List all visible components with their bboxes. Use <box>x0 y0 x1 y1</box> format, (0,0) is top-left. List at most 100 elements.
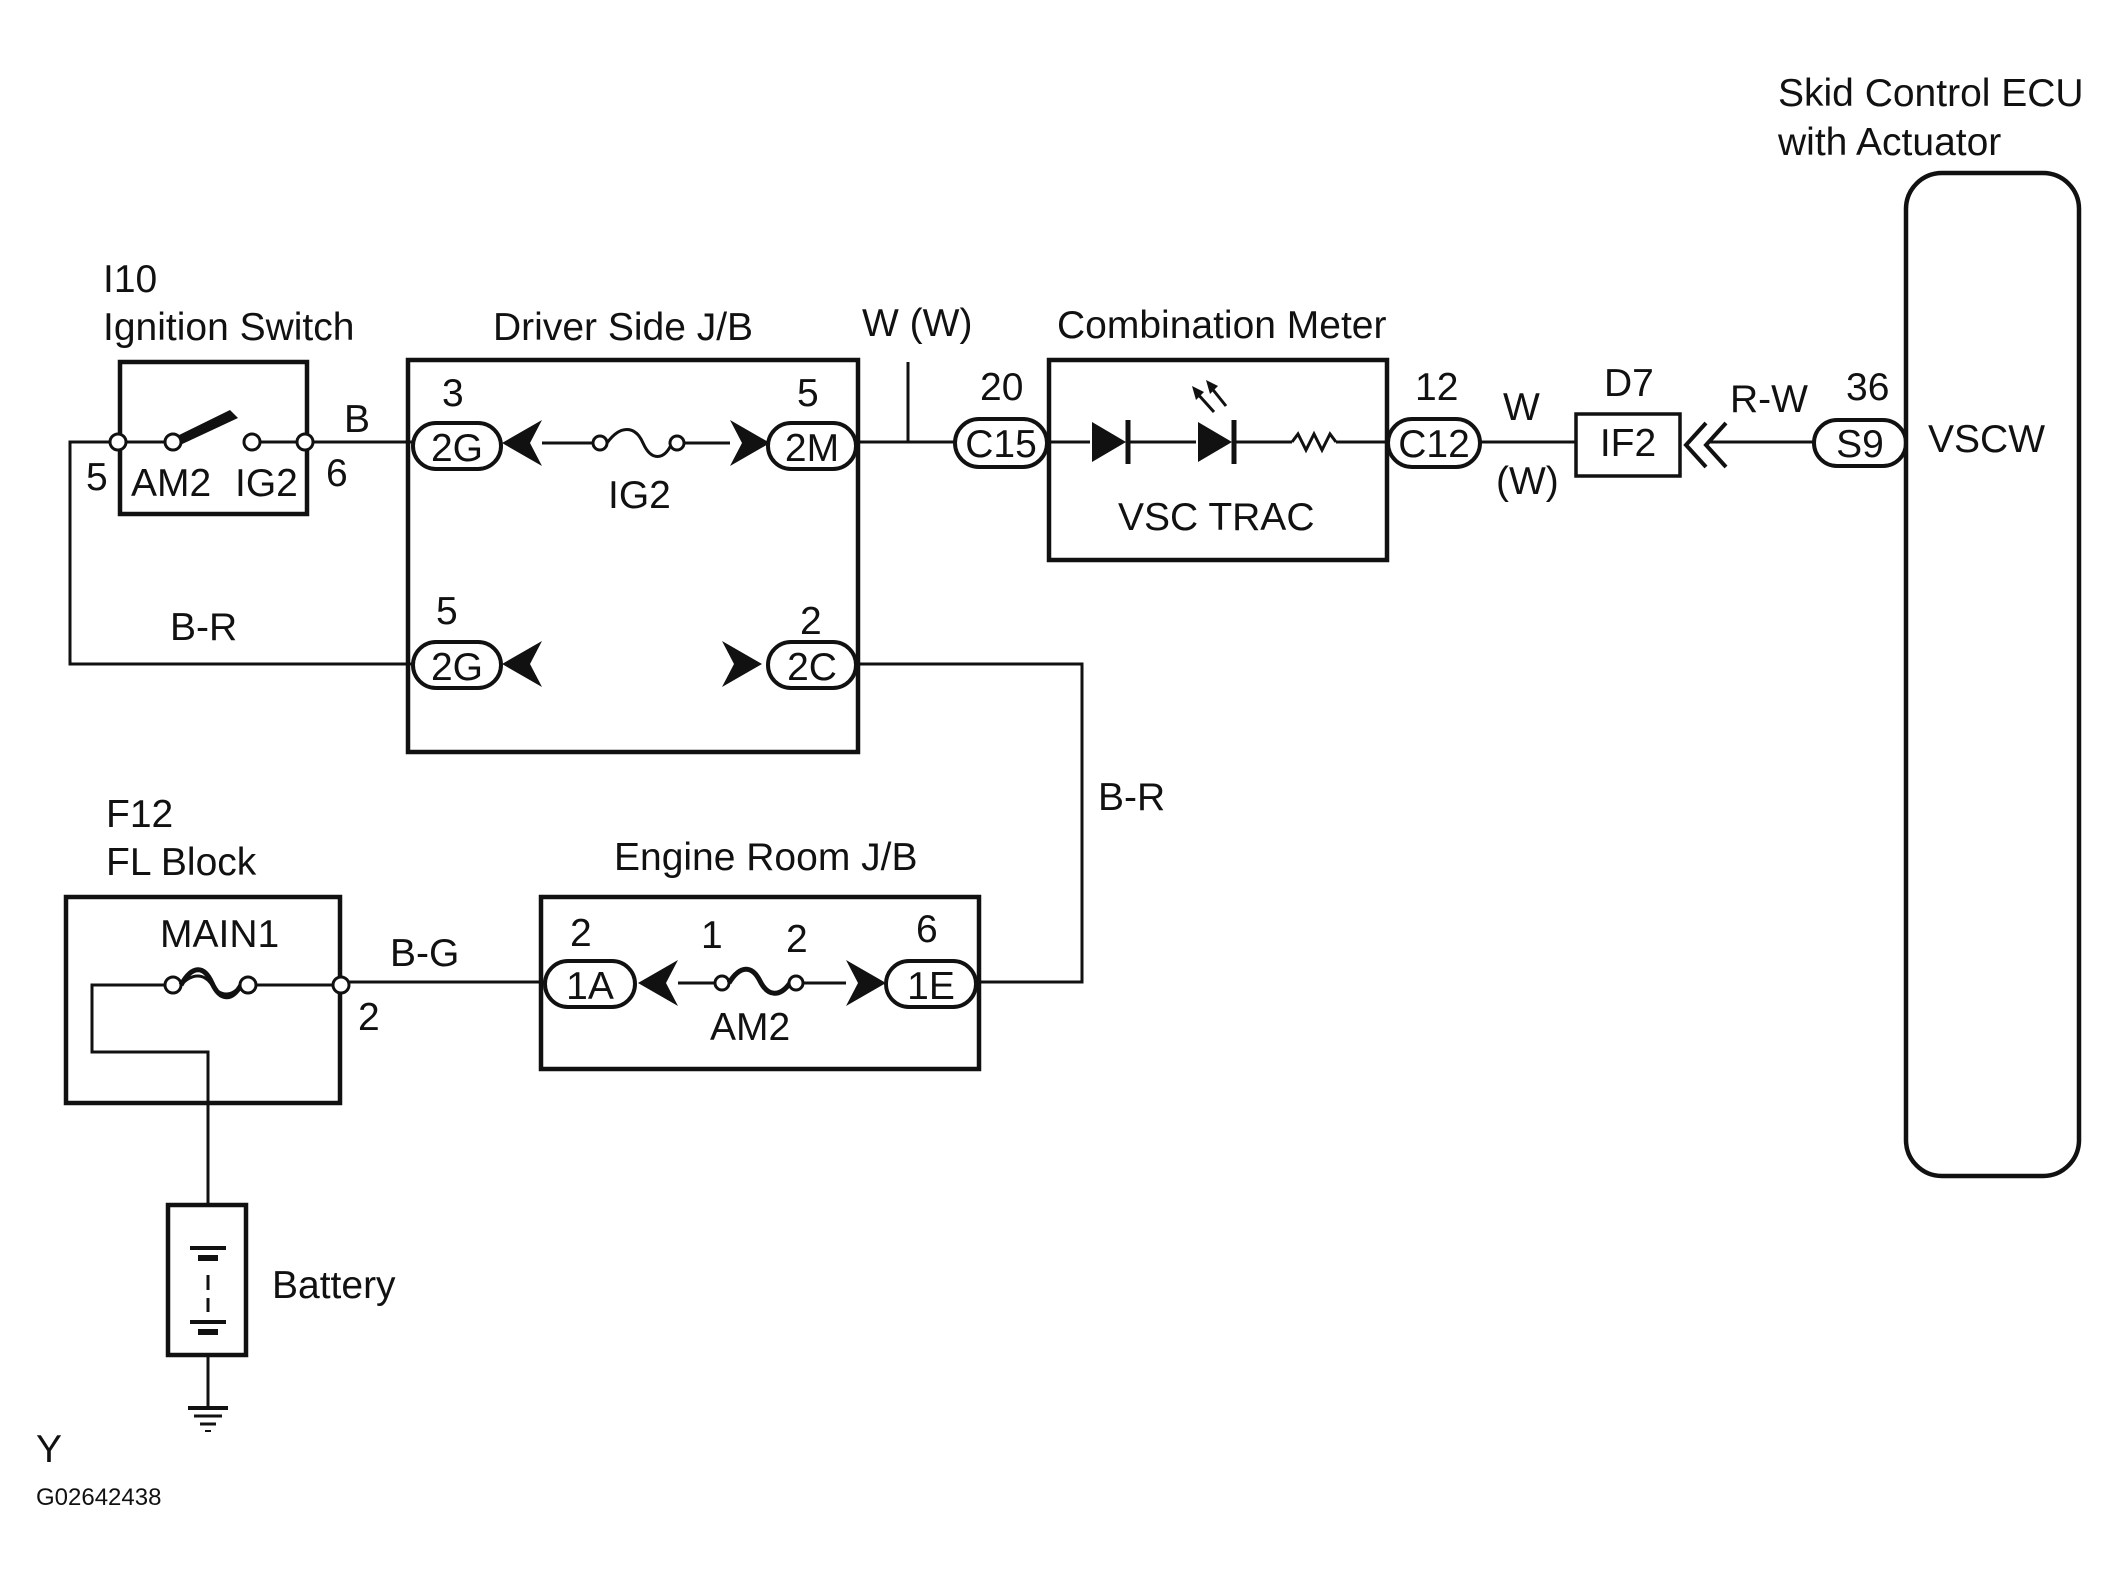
connector-2g-top <box>411 421 503 471</box>
meter-pin-20: 20 <box>980 366 1023 409</box>
junction-chevron-1 <box>1683 421 1708 469</box>
am2-fuse-pin-2: 2 <box>786 918 808 961</box>
connector-2c-label: 2C <box>787 646 837 689</box>
diode-icon <box>1092 422 1126 462</box>
led-ray-1-head <box>1192 386 1204 400</box>
connector-2m <box>766 421 858 471</box>
ig2-fuse-node-left <box>591 434 609 452</box>
engine-jb-pin-2-in: 2 <box>570 912 592 955</box>
fl-block-code: F12 <box>106 793 173 836</box>
ecu-name-line1: Skid Control ECU <box>1778 72 2084 115</box>
am2-fuse-pin-1: 1 <box>701 914 723 957</box>
connector-1e <box>884 959 978 1009</box>
combination-meter-box <box>1046 357 1390 563</box>
connector-2m-chevron <box>730 420 770 466</box>
ig2-fuse-node-right <box>668 434 686 452</box>
driver-jb-pin-2: 2 <box>800 600 822 643</box>
ecu-name-line2: with Actuator <box>1777 121 2001 164</box>
ecu-pin-36: 36 <box>1846 366 1889 409</box>
engine-jb-pin-6: 6 <box>916 908 938 951</box>
engine-jb-box <box>538 894 982 1072</box>
wire-label-w: W <box>1503 386 1540 429</box>
am2-fuse-node-left <box>713 974 731 992</box>
connector-2g-bottom-chevron <box>502 641 542 687</box>
indicator-led-icon <box>1198 422 1232 462</box>
switch-contact-lever <box>173 410 238 446</box>
driver-side-jb: Driver Side J/B 3 2G IG2 5 2M 5 2G 2 2C <box>405 306 861 755</box>
connector-c15-label: C15 <box>965 423 1037 466</box>
wire-main1-battery <box>90 983 210 1205</box>
junction-chevron-2 <box>1703 421 1728 469</box>
main1-fusible-link-inner <box>179 974 243 996</box>
wire-label-w-paren: (W) <box>1496 460 1559 503</box>
ecu-box <box>1903 170 2082 1179</box>
connector-1a-chevron <box>638 960 678 1006</box>
driver-jb-name: Driver Side J/B <box>493 306 753 349</box>
ignition-term-am2: AM2 <box>131 462 211 505</box>
connector-c12 <box>1386 417 1482 469</box>
junction-conn-label: IF2 <box>1600 422 1656 465</box>
fl-block-box <box>63 894 343 1106</box>
ignition-pin-5: 5 <box>86 456 108 499</box>
engine-room-jb: Engine Room J/B 2 1A 1 2 AM2 6 1E <box>538 836 982 1072</box>
connector-2g-top-chevron <box>502 420 542 466</box>
driver-jb-pin-3: 3 <box>442 372 464 415</box>
ignition-pin-6: 6 <box>326 452 348 495</box>
wire-label-b-r-engine: B-R <box>1098 776 1165 819</box>
ecu-terminal-vscw: VSCW <box>1928 418 2045 461</box>
wire-b-r-engine <box>855 662 1084 984</box>
ig2-fuse <box>605 428 674 458</box>
ignition-switch-code: I10 <box>103 258 157 301</box>
ig2-contact-node <box>242 432 262 452</box>
figure-code: G02642438 <box>36 1484 161 1511</box>
combination-meter: Combination Meter 20 C15 VSC TRAC 12 C12 <box>953 304 1482 563</box>
am2-fuse-node-right <box>787 974 805 992</box>
ignition-switch-name: Ignition Switch <box>103 306 354 349</box>
ignition-pin-5-node <box>108 432 128 452</box>
led-ray-2-head <box>1206 380 1218 394</box>
connector-2m-label: 2M <box>785 427 839 470</box>
main1-node-left <box>163 975 183 995</box>
combination-meter-name: Combination Meter <box>1057 304 1386 347</box>
connector-2c <box>766 640 858 690</box>
am2-fuse <box>726 966 793 996</box>
fl-pin-2: 2 <box>358 996 380 1039</box>
connector-2g-top-label: 2G <box>431 427 483 470</box>
battery-label: Battery <box>272 1264 396 1307</box>
connector-2g-bottom-label: 2G <box>431 646 483 689</box>
ignition-pin-6-node <box>295 432 315 452</box>
indicator-label: VSC TRAC <box>1118 496 1315 539</box>
footer-letter: Y <box>36 1428 62 1471</box>
fl-block-name: FL Block <box>106 841 257 884</box>
connector-1a <box>543 959 637 1009</box>
ig2-fuse-label: IG2 <box>608 474 671 517</box>
resistor-icon <box>1290 430 1338 454</box>
wire-label-b-g: B-G <box>390 932 459 975</box>
connector-1e-chevron <box>846 960 886 1006</box>
junction-code: D7 <box>1604 362 1654 405</box>
connector-c12-label: C12 <box>1398 423 1470 466</box>
fl-block: F12 FL Block MAIN1 2 <box>63 793 380 1106</box>
engine-jb-name: Engine Room J/B <box>614 836 918 879</box>
wire-label-w-w: W (W) <box>862 302 972 345</box>
driver-jb-box <box>405 357 861 755</box>
ignition-switch: I10 Ignition Switch AM2 IG2 5 6 <box>86 258 354 517</box>
connector-2c-chevron <box>722 641 762 687</box>
wires <box>68 362 1906 1408</box>
main1-fuse-label: MAIN1 <box>160 913 279 956</box>
connector-2g-bottom <box>411 640 503 690</box>
ground-icon <box>188 1406 228 1432</box>
main1-node-right <box>238 975 258 995</box>
wire-b-r-loop <box>68 440 412 666</box>
wire-label-r-w: R-W <box>1730 378 1808 421</box>
am2-contact-node <box>163 432 183 452</box>
battery: Battery <box>165 1202 396 1358</box>
battery-box <box>165 1202 249 1358</box>
connector-1e-label: 1E <box>907 965 955 1008</box>
fl-pin-2-node <box>331 975 351 995</box>
wire-label-b-r-loop: B-R <box>170 606 237 649</box>
driver-jb-pin-5-top: 5 <box>797 372 819 415</box>
connector-1a-label: 1A <box>566 965 614 1008</box>
skid-control-ecu: Skid Control ECU with Actuator 36 S9 VSC… <box>1777 72 2084 1179</box>
